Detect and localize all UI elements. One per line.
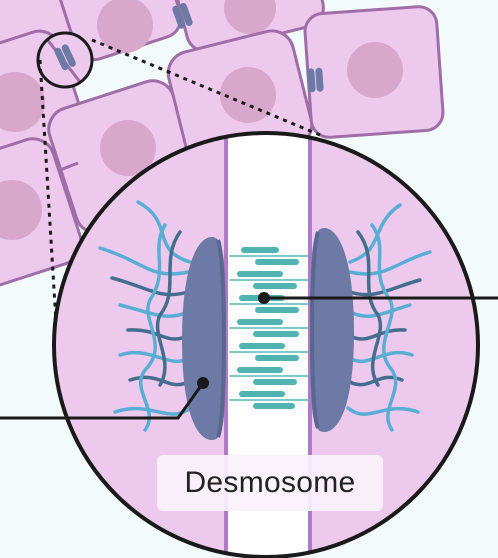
cell-junction-mark xyxy=(59,161,79,172)
cell-nucleus xyxy=(0,72,45,132)
desmosome-plaque-left xyxy=(182,237,226,440)
desmosome-label: Desmosome xyxy=(184,466,356,499)
cell-nucleus xyxy=(0,180,42,240)
cadherin-proteins xyxy=(229,247,309,409)
zoom-circle-outline xyxy=(52,131,480,558)
cell-nucleus xyxy=(224,0,276,34)
cell-nucleus xyxy=(220,67,276,123)
desmosome-label-box: Desmosome xyxy=(157,455,383,511)
tissue-desmosome xyxy=(307,67,324,93)
cell-nucleus xyxy=(97,0,153,53)
tissue-desmosome xyxy=(172,2,193,29)
desmosome-plaque-right xyxy=(310,228,354,432)
leader-line-plaque xyxy=(0,377,209,420)
cell-nucleus xyxy=(347,42,403,98)
cell-nucleus xyxy=(100,120,156,176)
magnifier-source xyxy=(36,31,94,89)
zoom-lines xyxy=(38,38,321,356)
leader-line-cadherin xyxy=(258,292,498,304)
keratin-filaments-right xyxy=(346,203,432,432)
